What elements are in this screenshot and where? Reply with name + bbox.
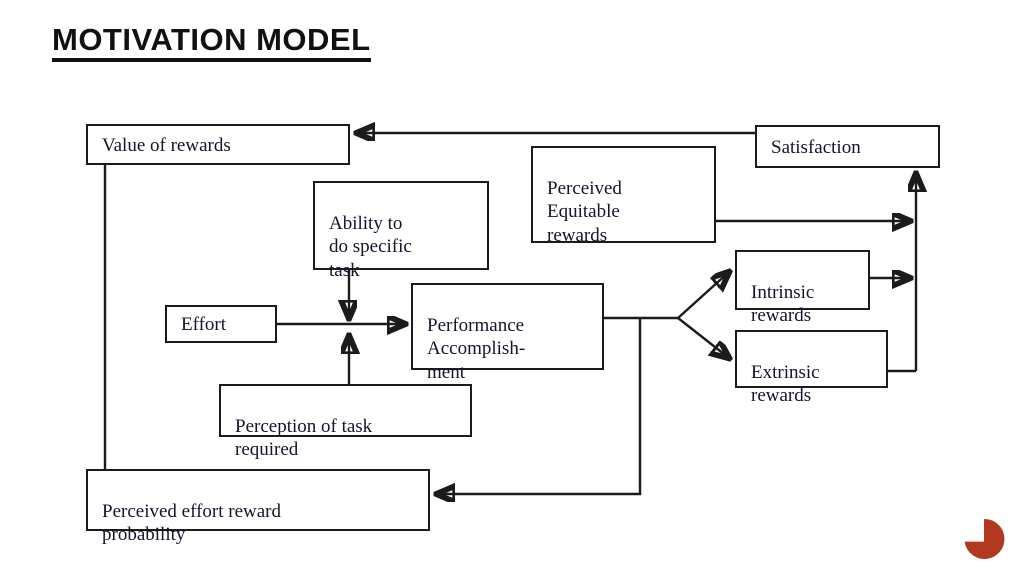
node-label: Performance Accomplish- ment [427, 315, 526, 383]
node-label: Perceived effort reward probability [102, 501, 281, 546]
node-label: Effort [181, 314, 227, 336]
node-ability-to-do-specific-task[interactable]: Ability to do specific task [313, 181, 489, 281]
node-effort[interactable]: Effort [165, 305, 277, 343]
node-perceived-equitable-rewards[interactable]: Perceived Equitable rewards [531, 146, 716, 246]
node-label: Perceived Equitable rewards [547, 178, 622, 246]
node-label: Intrinsic rewards [751, 282, 815, 327]
node-perceived-effort-reward-probability[interactable]: Perceived effort reward probability [86, 469, 430, 545]
node-label: Perception of task required [235, 416, 373, 461]
brand-logo-icon [964, 518, 1005, 559]
edge-performance-to-intrinsic-rewards [677, 272, 729, 319]
node-perception-of-task-required[interactable]: Perception of task required [219, 384, 472, 460]
node-intrinsic-rewards[interactable]: Intrinsic rewards [735, 250, 870, 326]
edge-performance-to-perceived-effort-reward-probability [437, 318, 642, 494]
page-title: MOTIVATION MODEL [52, 23, 371, 62]
node-label: Satisfaction [771, 136, 861, 158]
node-label: Ability to do specific task [329, 213, 412, 281]
edge-performance-to-extrinsic-rewards [677, 317, 729, 358]
node-label: Value of rewards [102, 134, 231, 156]
node-value-of-rewards[interactable]: Value of rewards [86, 124, 350, 165]
node-satisfaction[interactable]: Satisfaction [755, 125, 940, 168]
node-performance-accomplishment[interactable]: Performance Accomplish- ment [411, 283, 604, 383]
node-extrinsic-rewards[interactable]: Extrinsic rewards [735, 330, 888, 406]
node-label: Extrinsic rewards [751, 362, 820, 407]
